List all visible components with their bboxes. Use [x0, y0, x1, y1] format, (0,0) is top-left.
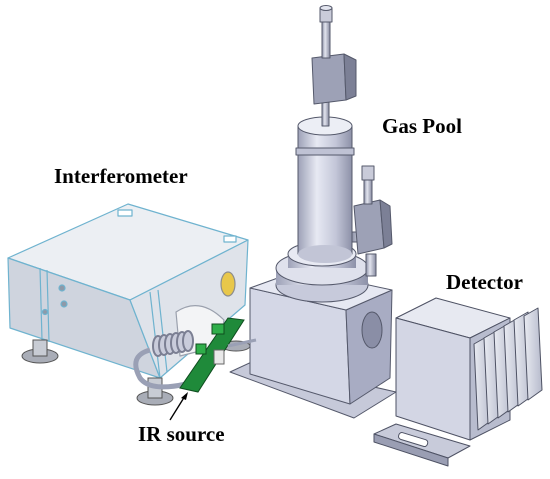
- detector-assembly: [373, 297, 543, 467]
- top-slot: [223, 235, 237, 243]
- ir-source-pointer: [169, 395, 186, 421]
- label-interferometer: Interferometer: [54, 164, 188, 188]
- front-rib: [149, 291, 161, 379]
- connector-rod: [227, 338, 257, 348]
- side-valve-tube: [363, 177, 373, 205]
- top-valve-body: [311, 53, 347, 105]
- ir-source-arrowhead: [181, 392, 188, 400]
- gas-pool-cylinder: [297, 125, 353, 255]
- interferometer-assembly: [7, 203, 249, 379]
- front-rib: [39, 267, 43, 341]
- detector-front: [395, 317, 471, 441]
- gas-pool-side-port: [361, 311, 383, 349]
- pcb-component: [211, 323, 225, 335]
- front-rib: [46, 269, 50, 343]
- top-slot: [117, 209, 133, 217]
- ir-source-assembly: [133, 317, 245, 421]
- pcb-connector: [213, 349, 225, 365]
- bracket-slot: [398, 432, 429, 448]
- label-gas-pool: Gas Pool: [382, 114, 462, 138]
- top-valve-tube: [321, 19, 331, 59]
- mount-hole: [60, 300, 68, 308]
- detector-heatsink-fins: [473, 307, 543, 431]
- label-ir-source: IR source: [138, 422, 225, 446]
- front-rib: [157, 289, 168, 373]
- mount-hole: [58, 284, 66, 292]
- gas-pool-assembly: [229, 5, 397, 419]
- label-detector: Detector: [446, 270, 523, 294]
- side-valve-lower: [365, 253, 377, 277]
- ir-spring-coil: [152, 330, 194, 357]
- cylinder-band: [295, 147, 355, 156]
- interferometer-window: [220, 271, 236, 297]
- ir-pcb-board: [179, 317, 245, 393]
- pcb-component: [195, 343, 207, 355]
- side-valve-fitting: [361, 165, 375, 181]
- side-valve-body: [353, 199, 385, 255]
- mount-hole: [41, 308, 49, 316]
- ir-tube: [133, 347, 187, 390]
